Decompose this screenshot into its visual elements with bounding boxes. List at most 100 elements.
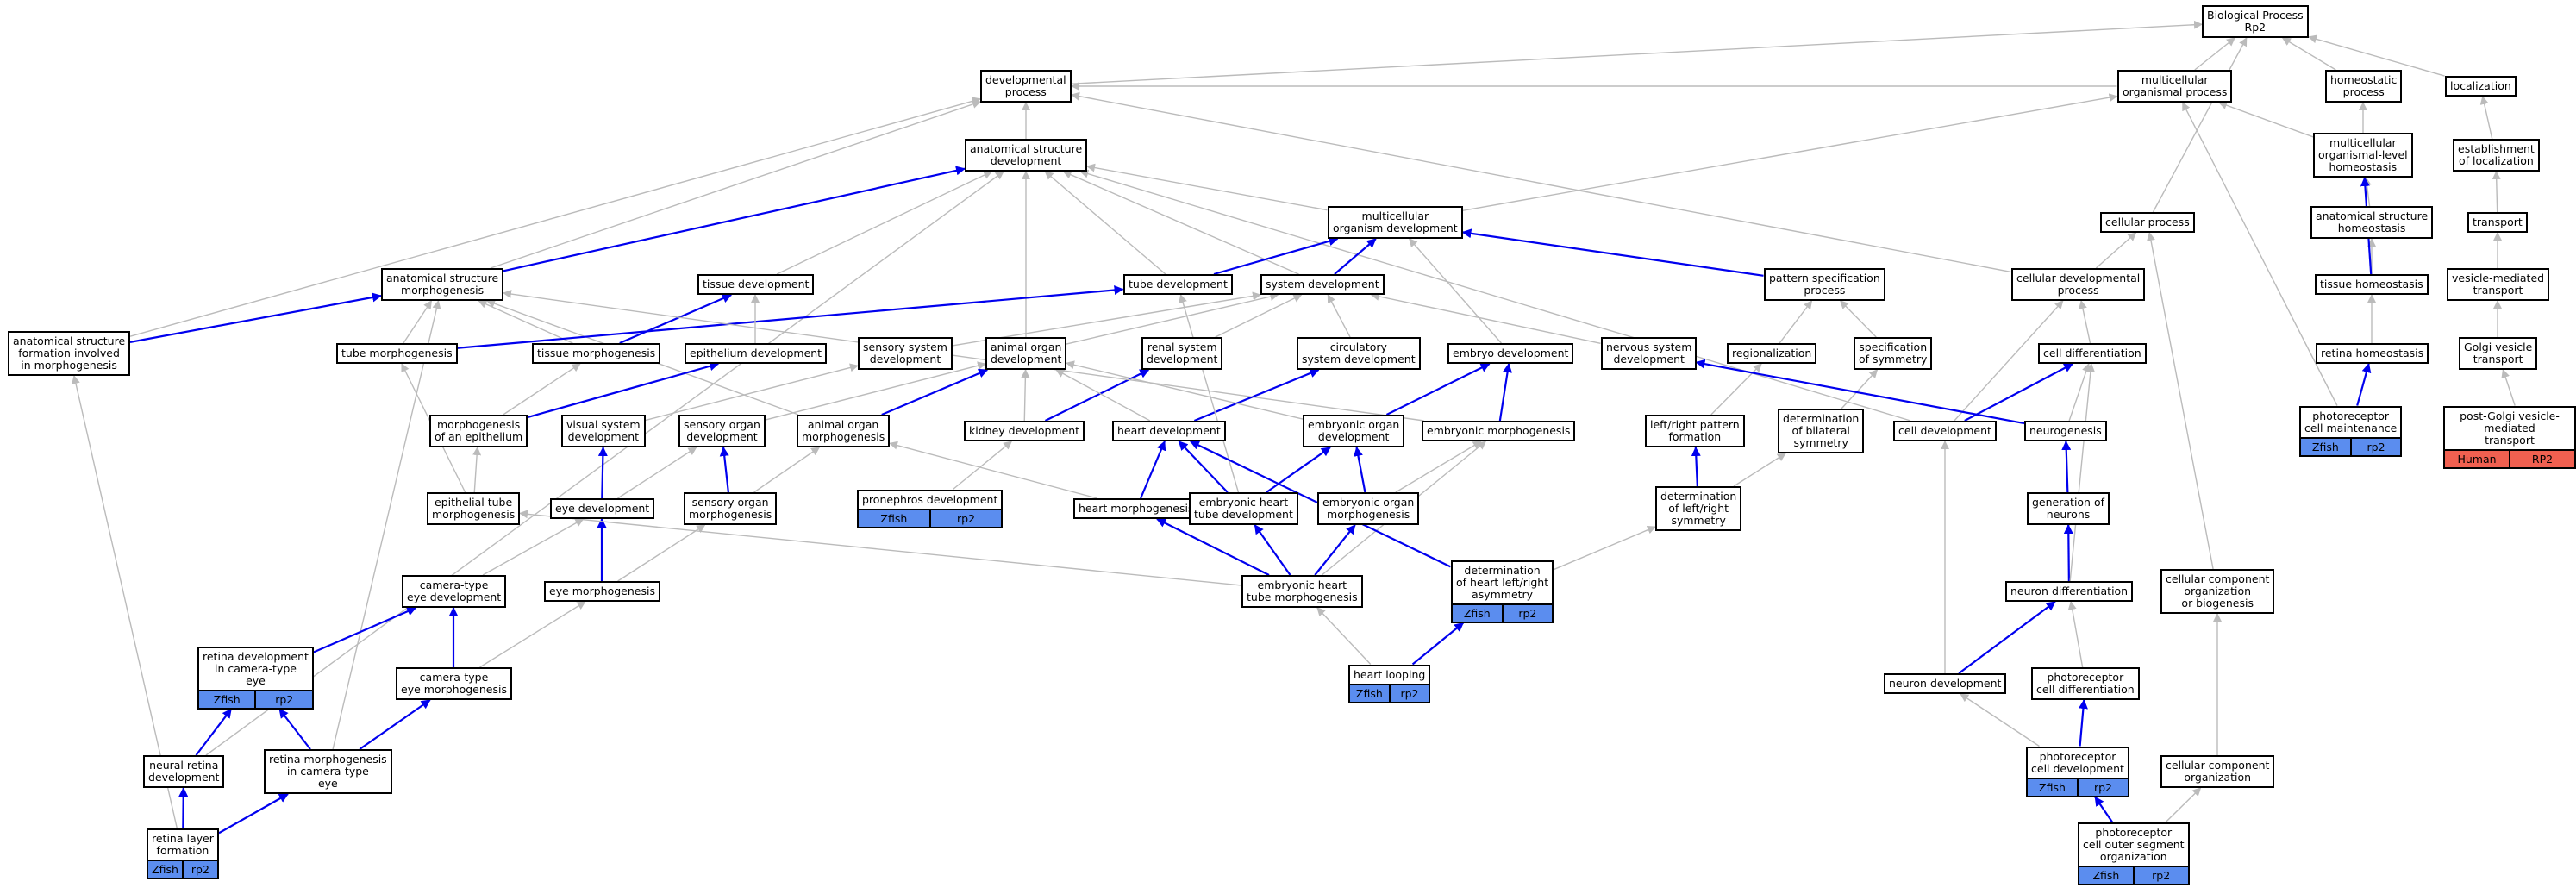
term-node-sensorgmorph[interactable]: sensory organ morphogenesis xyxy=(684,492,778,525)
term-node-embhearttubedev[interactable]: embryonic heart tube development xyxy=(1189,492,1298,525)
regulates-edge-detlrsym-to-lrpattern xyxy=(1691,447,1701,487)
is-a-edge-detlrsym-to-detbilat xyxy=(1733,453,1786,487)
term-node-cameyemorph[interactable]: camera-type eye morphogenesis xyxy=(396,667,512,700)
term-node-sysdev[interactable]: system development xyxy=(1260,274,1385,295)
is-a-edge-eyedev-to-sensorgdev xyxy=(617,447,697,499)
term-node-circsysdev[interactable]: circulatory system development xyxy=(1297,337,1421,370)
term-node-mod[interactable]: multicellular organism development xyxy=(1328,206,1463,239)
term-node-vissysdev[interactable]: visual system development xyxy=(561,415,646,447)
term-node-rensysdev[interactable]: renal system development xyxy=(1141,337,1223,370)
term-node-celldev[interactable]: cell development xyxy=(1893,421,1997,441)
term-label: determination of heart left/right asymme… xyxy=(1456,564,1549,601)
term-node-photoouter[interactable]: photoreceptor cell outer segment organiz… xyxy=(2078,822,2190,885)
term-node-multorg[interactable]: multicellular organismal process xyxy=(2117,70,2233,103)
term-node-epidev[interactable]: epithelium development xyxy=(685,343,828,364)
term-node-asd[interactable]: anatomical structure development xyxy=(965,139,1088,172)
term-node-animorgmorph[interactable]: animal organ morphogenesis xyxy=(797,415,891,447)
term-node-regionalization[interactable]: regionalization xyxy=(1727,343,1817,364)
term-node-tissuehomeo[interactable]: tissue homeostasis xyxy=(2315,274,2429,295)
is-a-edge-sensorgmorph-to-animorgmorph xyxy=(753,447,821,493)
term-node-emborgmorph[interactable]: embryonic organ morphogenesis xyxy=(1317,492,1420,525)
regulates-edge-neurondiff-to-genneurons xyxy=(2063,524,2073,582)
term-node-neurondev[interactable]: neuron development xyxy=(1884,673,2007,694)
term-node-kidneydev[interactable]: kidney development xyxy=(964,421,1085,441)
term-node-genneurons[interactable]: generation of neurons xyxy=(2027,492,2110,525)
term-node-celldiff[interactable]: cell differentiation xyxy=(2038,343,2147,364)
term-node-cellcomporgbio[interactable]: cellular component organization or bioge… xyxy=(2160,569,2275,614)
term-node-cellcomporg[interactable]: cellular component organization xyxy=(2160,755,2275,788)
term-node-epitubemorph[interactable]: epithelial tube morphogenesis xyxy=(427,492,521,525)
term-node-vesmed[interactable]: vesicle-mediated transport xyxy=(2447,268,2550,301)
is-a-edge-lrpattern-to-regionalization xyxy=(1710,363,1762,416)
term-node-embhearttubemorph[interactable]: embryonic heart tube morphogenesis xyxy=(1241,575,1363,608)
term-node-nervsysdev[interactable]: nervous system development xyxy=(1601,337,1698,370)
term-node-detheartlr[interactable]: determination of heart left/right asymme… xyxy=(1451,560,1554,623)
term-node-embdev[interactable]: embryo development xyxy=(1447,343,1574,364)
term-node-cameyedev[interactable]: camera-type eye development xyxy=(402,575,507,608)
term-node-photocelldiff[interactable]: photoreceptor cell differentiation xyxy=(2031,667,2140,700)
annotation-gene: rp2 xyxy=(254,691,311,708)
term-node-lrpattern[interactable]: left/right pattern formation xyxy=(1645,415,1745,447)
regulates-edge-embmorph-to-embdev xyxy=(1498,363,1513,422)
term-node-devproc[interactable]: developmental process xyxy=(980,70,1072,103)
term-label: transport xyxy=(2473,216,2523,228)
is-a-edge-photocellmaint-to-multorg xyxy=(2182,102,2338,406)
term-node-tubedev[interactable]: tube development xyxy=(1123,274,1233,295)
term-label: neurogenesis xyxy=(2029,424,2102,437)
term-node-golgives[interactable]: Golgi vesicle transport xyxy=(2459,337,2538,370)
term-node-heartdev[interactable]: heart development xyxy=(1112,421,1226,441)
term-node-estloc[interactable]: establishment of localization xyxy=(2453,139,2540,172)
term-node-heartmorph[interactable]: heart morphogenesis xyxy=(1073,498,1199,519)
term-node-eyedev[interactable]: eye development xyxy=(550,498,655,519)
regulates-edge-photocellmaint-to-retinahomeo xyxy=(2356,363,2372,406)
term-node-localization[interactable]: localization xyxy=(2445,76,2517,97)
term-node-animorgdev[interactable]: animal organ development xyxy=(985,337,1067,370)
term-node-detbilat[interactable]: determination of bilateral symmetry xyxy=(1778,409,1865,453)
term-label: retina morphogenesis in camera-type eye xyxy=(269,753,387,790)
term-node-detlrsym[interactable]: determination of left/right symmetry xyxy=(1655,486,1742,531)
term-node-morphepi[interactable]: morphogenesis of an epithelium xyxy=(429,415,528,447)
term-node-eyemorph[interactable]: eye morphogenesis xyxy=(544,581,660,602)
regulates-edge-heartmorph-to-heartdev xyxy=(1140,441,1166,499)
term-label: circulatory system development xyxy=(1302,341,1416,366)
term-node-homeoproc[interactable]: homeostatic process xyxy=(2325,70,2403,103)
term-node-asm[interactable]: anatomical structure morphogenesis xyxy=(381,268,504,301)
term-node-senssysdev[interactable]: sensory system development xyxy=(858,337,953,370)
term-node-mlhomeo[interactable]: multicellular organismal-level homeostas… xyxy=(2313,133,2413,178)
term-label: cellular component organization or bioge… xyxy=(2166,572,2270,610)
term-label: cellular developmental process xyxy=(2016,272,2141,297)
term-node-retinahomeo[interactable]: retina homeostasis xyxy=(2316,343,2429,364)
term-node-asfim[interactable]: anatomical structure formation involved … xyxy=(8,331,131,376)
term-node-cellproc[interactable]: cellular process xyxy=(2100,212,2195,233)
annotation-species: Zfish xyxy=(152,863,178,876)
term-node-specsym[interactable]: specification of symmetry xyxy=(1854,337,1933,370)
term-node-ash[interactable]: anatomical structure homeostasis xyxy=(2310,206,2434,239)
term-node-transport[interactable]: transport xyxy=(2467,212,2528,233)
term-node-patspec[interactable]: pattern specification process xyxy=(1764,268,1885,301)
term-node-retinamorphcam[interactable]: retina morphogenesis in camera-type eye xyxy=(264,749,392,794)
is-a-edge-nervsysdev-to-sysdev xyxy=(1370,291,1601,344)
term-label: multicellular organismal-level homeostas… xyxy=(2318,136,2408,173)
term-node-neuralretinadev[interactable]: neural retina development xyxy=(143,755,225,788)
term-node-tubemorph[interactable]: tube morphogenesis xyxy=(336,343,458,364)
term-node-tissuemorph[interactable]: tissue morphogenesis xyxy=(532,343,661,364)
term-node-bp[interactable]: Biological Process Rp2 xyxy=(2202,5,2309,38)
term-node-sensorgdev[interactable]: sensory organ development xyxy=(678,415,766,447)
term-node-neurondiff[interactable]: neuron differentiation xyxy=(2005,581,2134,602)
term-node-neurogenesis[interactable]: neurogenesis xyxy=(2024,421,2107,441)
term-label: generation of neurons xyxy=(2032,496,2105,521)
term-node-tissuedev[interactable]: tissue development xyxy=(697,274,815,295)
term-node-emborgdev[interactable]: embryonic organ development xyxy=(1303,415,1405,447)
term-node-celldevproc[interactable]: cellular developmental process xyxy=(2011,268,2146,301)
term-node-embmorph[interactable]: embryonic morphogenesis xyxy=(1422,421,1576,441)
